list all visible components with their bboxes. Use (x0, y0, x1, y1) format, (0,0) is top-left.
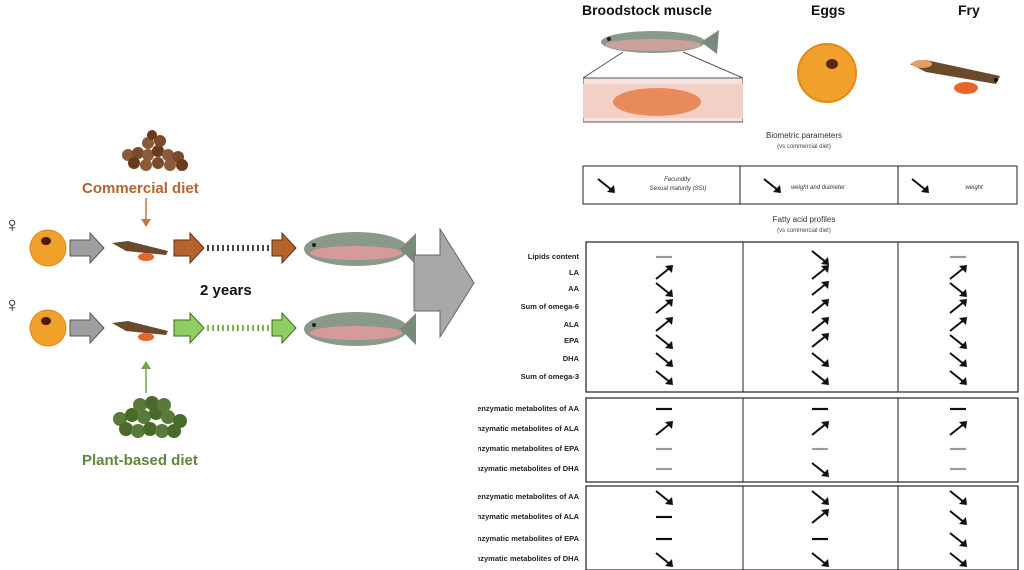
decrease-arrow (949, 490, 967, 505)
row-label: Total non enzymatic metabolites of ALA (478, 424, 580, 433)
row-label: Total enzymatic metabolites of ALA (478, 512, 580, 521)
decrease-arrow (949, 510, 967, 525)
fry-icon (112, 241, 168, 261)
row-label: Sum of omega-6 (521, 302, 579, 311)
increase-arrow (655, 299, 673, 314)
decrease-arrow (763, 178, 781, 193)
increase-arrow (949, 317, 967, 332)
row-label: Total non enzymatic metabolites of EPA (478, 444, 580, 453)
decrease-arrow (655, 552, 673, 567)
decrease-arrow (949, 352, 967, 367)
duration-label: 2 years (200, 282, 252, 299)
feeding-protocol-diagram (29, 130, 475, 438)
increase-arrow (811, 281, 829, 296)
fatty-acid-title: Fatty acid profiles (773, 215, 836, 224)
decrease-arrow (655, 490, 673, 505)
commercial-pellets-icon (122, 130, 188, 171)
decrease-arrow (811, 370, 829, 385)
decrease-arrow (811, 462, 829, 477)
adult-trout-icon (304, 312, 416, 346)
decrease-arrow (811, 552, 829, 567)
row-label: AA (568, 284, 579, 293)
increase-arrow (811, 317, 829, 332)
plant-diet-label: Plant-based diet (82, 452, 198, 469)
increase-arrow (811, 333, 829, 348)
trout-icon (601, 30, 719, 54)
decrease-arrow (655, 370, 673, 385)
column-header-fry: Fry (958, 2, 980, 18)
row-label: ALA (564, 320, 580, 329)
decrease-arrow (655, 334, 673, 349)
row-label: LA (569, 268, 580, 277)
row-label: Total enzymatic metabolites of DHA (478, 554, 580, 563)
decrease-arrow (597, 178, 615, 193)
biometric-fry: weight (965, 185, 983, 191)
decrease-arrow (949, 552, 967, 567)
female-symbol: ♀ (4, 212, 21, 237)
increase-arrow (811, 299, 829, 314)
plant-pellets-icon (113, 396, 187, 438)
broodstock-muscle-illustration (583, 30, 743, 123)
egg-illustration (797, 43, 857, 103)
biometric-fecundity: Fecundity Sexual maturity (SSI) (650, 177, 707, 192)
female-symbol: ♀ (4, 292, 21, 317)
increase-arrow (949, 421, 967, 436)
biometric-eggs: weight and diameter (791, 185, 846, 191)
row-label: Total non-enzymatic metabolites of AA (478, 404, 580, 413)
row-label: Sum of omega-3 (521, 372, 579, 381)
adult-trout-icon (304, 232, 416, 266)
row-label: EPA (564, 336, 579, 345)
biometric-subtitle: (vs commercial diet) (777, 144, 831, 150)
row-label: Total enzymatic metabolites of AA (478, 492, 580, 501)
increase-arrow (949, 265, 967, 280)
decrease-arrow (811, 250, 829, 265)
decrease-arrow (811, 490, 829, 505)
decrease-arrow (655, 282, 673, 297)
decrease-arrow (655, 352, 673, 367)
decrease-arrow (949, 334, 967, 349)
decrease-arrow (949, 532, 967, 547)
decrease-arrow (949, 370, 967, 385)
increase-arrow (655, 265, 673, 280)
decrease-arrow (811, 352, 829, 367)
column-header-eggs: Eggs (811, 2, 846, 18)
increase-arrow (655, 421, 673, 436)
decrease-arrow (949, 282, 967, 297)
column-header-broodstock-muscle: Broodstock muscle (582, 2, 712, 18)
row-label: Total enzymatic metabolites of EPA (478, 534, 580, 543)
row-label: Lipids content (528, 252, 580, 261)
results-tables: Biometric parameters (vs commercial diet… (478, 131, 1019, 570)
increase-arrow (811, 421, 829, 436)
fry-illustration (910, 60, 1000, 94)
increase-arrow (949, 299, 967, 314)
increase-arrow (811, 509, 829, 524)
biometric-title: Biometric parameters (766, 131, 842, 140)
increase-arrow (655, 317, 673, 332)
fatty-acid-subtitle: (vs commercial diet) (777, 228, 831, 234)
row-label: Total non-enzymatic metabolites of DHA (478, 464, 580, 473)
commercial-diet-label: Commercial diet (82, 180, 199, 197)
decrease-arrow (911, 178, 929, 193)
big-result-arrow (413, 227, 475, 339)
increase-arrow (811, 265, 829, 280)
fry-icon (112, 321, 168, 341)
row-label: DHA (563, 354, 580, 363)
